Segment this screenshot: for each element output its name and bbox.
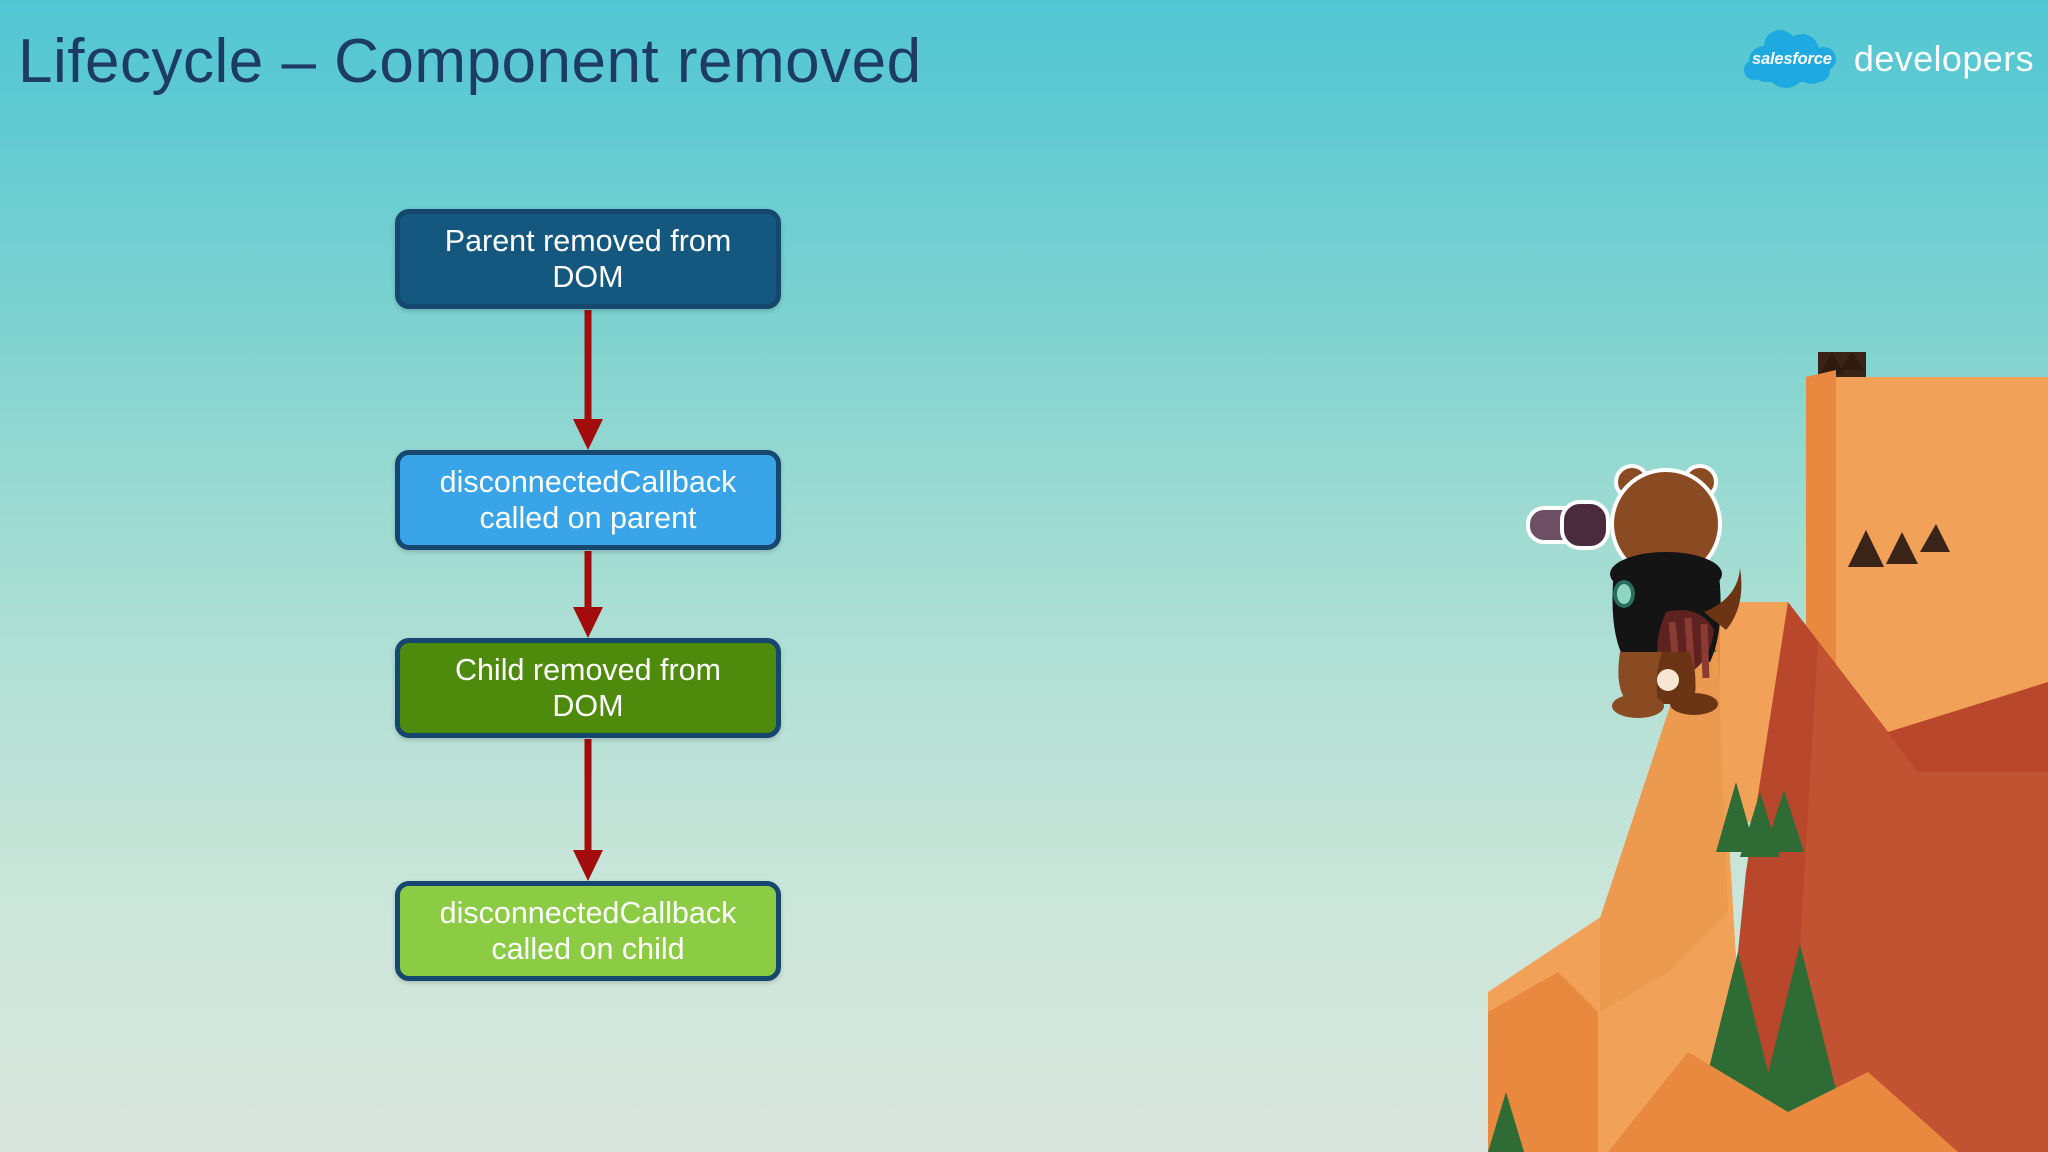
codey-bear-cliff-illustration — [1488, 352, 2048, 1152]
flow-step-line2: DOM — [552, 260, 624, 294]
flow-step-parent-removed[interactable]: Parent removed from DOM — [395, 209, 781, 309]
salesforce-developers-logo: salesforce developers — [1743, 26, 2034, 92]
salesforce-cloud-icon: salesforce — [1743, 28, 1840, 90]
flow-step-line2: DOM — [552, 689, 624, 723]
flow-step-line1: disconnectedCallback — [439, 465, 737, 499]
flow-step-line1: disconnectedCallback — [439, 896, 737, 930]
flow-step-line2: called on child — [491, 932, 685, 966]
flow-step-disconnected-child[interactable]: disconnectedCallback called on child — [395, 881, 781, 981]
page-title: Lifecycle – Component removed — [18, 27, 922, 96]
lifecycle-flowchart: Parent removed from DOM disconnectedCall… — [395, 209, 785, 1059]
flow-step-child-removed[interactable]: Child removed from DOM — [395, 638, 781, 738]
developers-wordmark: developers — [1853, 38, 2034, 79]
flow-step-line1: Parent removed from — [444, 224, 732, 258]
salesforce-wordmark: salesforce — [1752, 49, 1832, 68]
flow-step-line2: called on parent — [479, 501, 697, 535]
flow-step-disconnected-parent[interactable]: disconnectedCallback called on parent — [395, 450, 781, 550]
flow-step-line1: Child removed from — [454, 653, 722, 687]
